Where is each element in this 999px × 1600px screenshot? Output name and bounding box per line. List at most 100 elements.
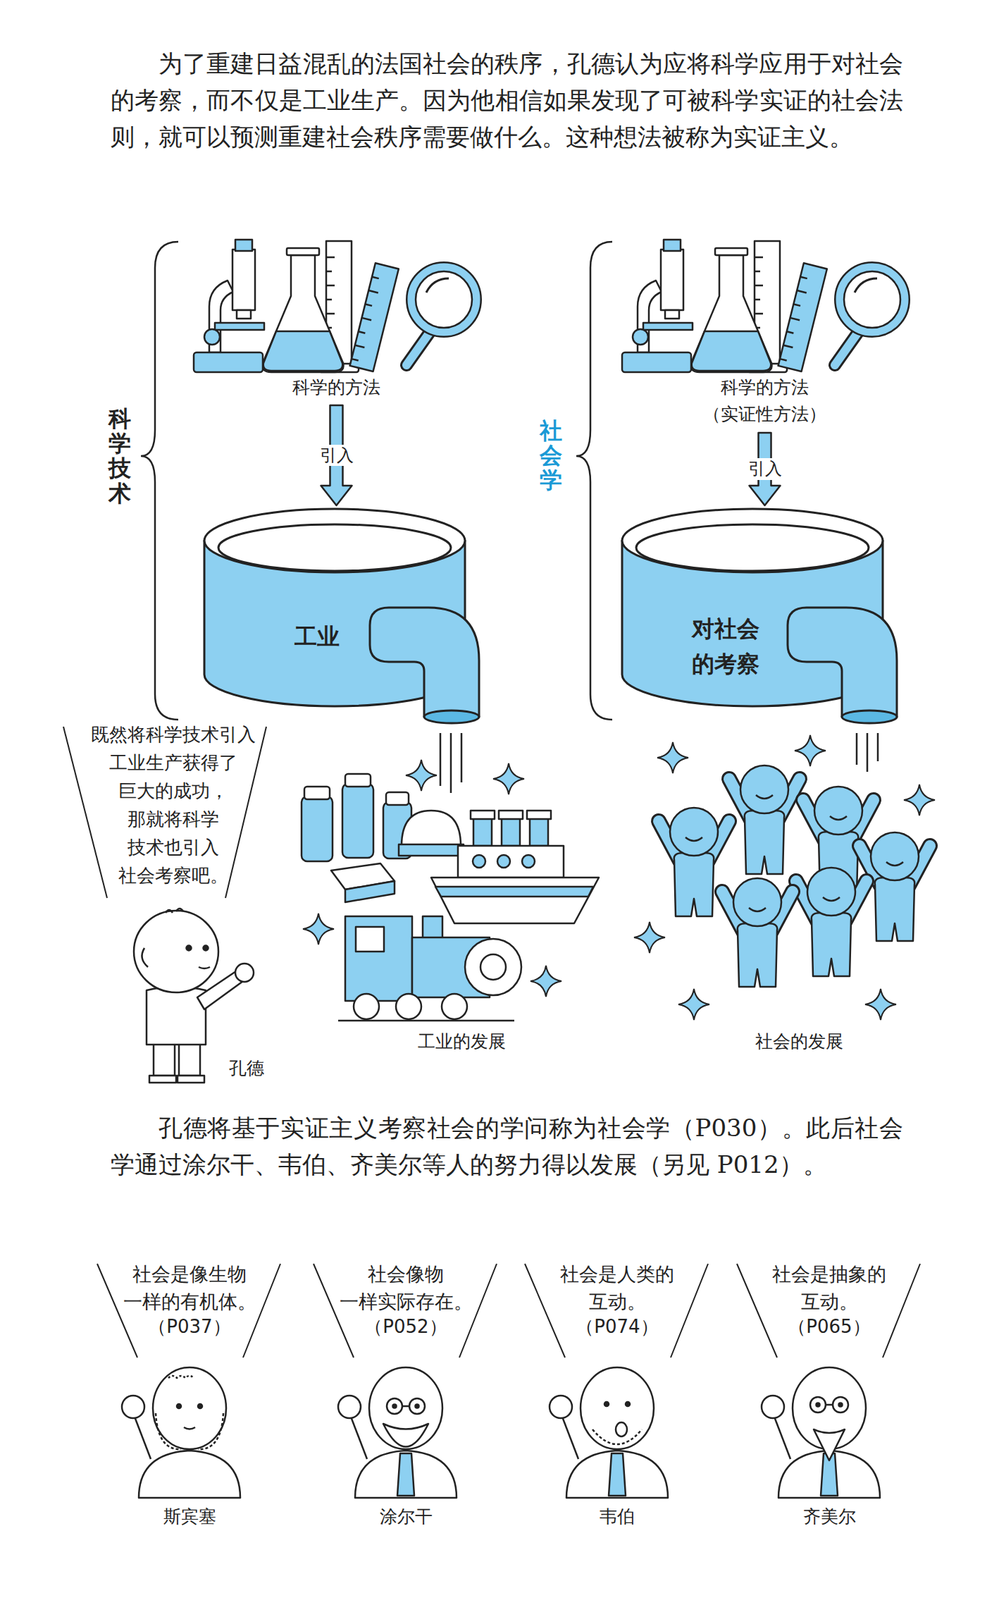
comte-figure-part [198, 966, 210, 969]
industrial-products-part [398, 844, 464, 856]
node-label: 科学的方法 [193, 376, 480, 400]
comte-figure [133, 908, 254, 1083]
weber-bust-part [549, 1394, 573, 1418]
comte-figure-part [203, 945, 209, 951]
figure-name: 齐美尔 [803, 1504, 856, 1529]
durkheim-bust-part [383, 1423, 429, 1447]
happy-people-part [729, 765, 800, 874]
speech-bubble-part [63, 726, 108, 898]
industrial-products-part [345, 880, 395, 902]
durkheim-bust-part [350, 1416, 368, 1459]
spencer-bust-part [152, 1366, 227, 1449]
simmel-bust-part [832, 1396, 849, 1412]
intro-paragraph: 为了重建日益混乱的法国社会的秩序，孔德认为应将科学应用于对社会的考察，而不仅是工… [110, 45, 904, 155]
weber-bust-part [625, 1401, 630, 1406]
sparkles-part [634, 921, 666, 953]
speech-bubble-text: 既然将科学技术引入 工业生产获得了 巨大的成功， 那就将科学 技术也引入 社会考… [84, 720, 263, 890]
happy-people-part [796, 867, 867, 976]
sparkles-part [657, 741, 689, 773]
speech-bubble-text: 社会是人类的 互动。 [542, 1259, 692, 1315]
simmel-bust-part [761, 1394, 785, 1418]
industrial-products-part [441, 993, 468, 1019]
page-reference: （P052） [364, 1314, 447, 1339]
figure-name: 斯宾塞 [163, 1504, 217, 1529]
simmel-bust-part [813, 1428, 845, 1460]
portrait-busts [121, 1366, 880, 1498]
bracket-part [576, 241, 613, 720]
comte-figure-part [178, 1041, 201, 1076]
simmel-bust-part [816, 1402, 821, 1407]
industrial-products-part [345, 773, 371, 787]
spencer-bust-part [197, 1403, 203, 1408]
sparkles-part [530, 965, 562, 997]
industrial-products-part [342, 783, 374, 858]
industrial-products-part [301, 796, 333, 861]
industrial-products-part [353, 993, 380, 1019]
page-reference: （P065） [787, 1314, 871, 1339]
sparkles-part [678, 988, 710, 1020]
spencer-bust [121, 1366, 241, 1498]
figure-name: 韦伯 [599, 1504, 635, 1529]
bracket-label: 社会学 [539, 418, 563, 494]
speech-bubble-text: 社会像物 一样实际存在。 [331, 1259, 481, 1315]
figure-name: 涂尔干 [379, 1504, 433, 1529]
speech-bubble-text: 社会是像生物 一样的有机体。 [114, 1259, 265, 1315]
spencer-bust-part [155, 1412, 224, 1449]
comte-figure-part [235, 963, 254, 982]
comte-figure-part [133, 910, 219, 992]
comte-figure-part [146, 986, 206, 1045]
figure-name: 孔德 [228, 1056, 265, 1081]
speech-bubble-text: 社会是抽象的 互动。 [754, 1259, 904, 1315]
sparkles-part [493, 762, 525, 794]
spencer-bust-part [176, 1403, 182, 1408]
bracket-label: 科学技术 [108, 406, 132, 506]
sparkles-part [865, 988, 897, 1020]
happy-people-part [722, 877, 793, 987]
sparkles-part [405, 759, 437, 791]
durkheim-bust-part [397, 1452, 415, 1495]
tank-node: 对社会 的考察 [622, 505, 904, 725]
instrument-group: 科学的方法（实证性方法） [622, 238, 908, 430]
industrial-products-part [480, 953, 506, 980]
comte-figure-part [165, 908, 184, 913]
durkheim-bust [338, 1366, 457, 1498]
durkheim-bust-part [393, 1404, 397, 1408]
comte-figure-part [141, 947, 148, 967]
page-reference: （P037） [147, 1314, 231, 1339]
industrial-products-part [386, 791, 409, 805]
weber-bust-part [562, 1416, 579, 1459]
flow-lines-part [440, 732, 462, 793]
tank-node: 工业 [204, 505, 480, 725]
weber-bust [549, 1366, 668, 1498]
edge-label: 引入 [744, 457, 786, 480]
bracket-part [140, 241, 179, 720]
weber-bust-part [615, 1421, 628, 1436]
caption-label: 工业的发展 [417, 1029, 506, 1054]
sparkles-part [302, 913, 334, 945]
industrial-products-part [473, 817, 492, 846]
durkheim-bust-part [409, 1397, 425, 1414]
node-label: 对社会 的考察 [686, 610, 765, 682]
lab-instruments [193, 239, 477, 372]
flow-lines-part [856, 732, 878, 772]
industrial-products-part [435, 886, 594, 897]
durkheim-bust-part [402, 1404, 410, 1407]
industrial-products-part [422, 915, 443, 939]
industrial-products-part [401, 810, 461, 846]
industrial-products-part [355, 926, 384, 952]
happy-people [658, 765, 930, 987]
comte-figure-part [153, 1041, 175, 1076]
durkheim-bust-part [386, 1397, 403, 1414]
tank-shape [204, 508, 480, 723]
industrial-products-part [470, 810, 495, 819]
sparkles-part [903, 784, 935, 816]
sparkles-part [794, 734, 826, 766]
durkheim-bust-part [369, 1366, 443, 1449]
node-label: 工业 [294, 622, 340, 652]
weber-bust-part [566, 1449, 668, 1498]
node-label: 科学的方法 [622, 376, 908, 400]
industrial-products-part [472, 854, 486, 868]
spencer-bust-part [134, 1416, 151, 1459]
lab-instruments [622, 239, 905, 372]
industrial-products-part [498, 810, 523, 819]
